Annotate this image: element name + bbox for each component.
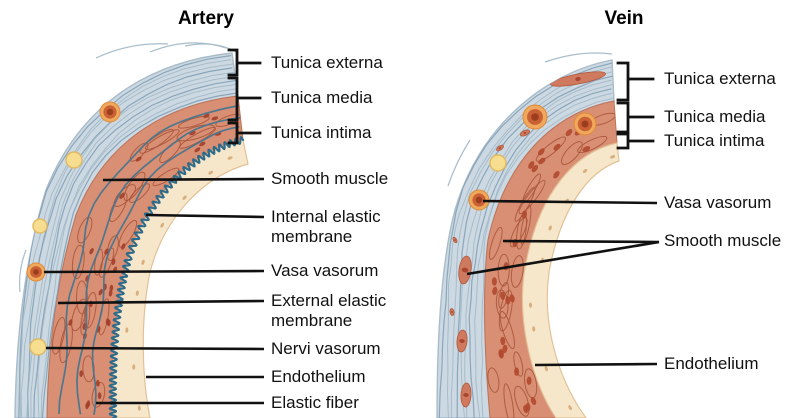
vasa-vasorum-circle — [522, 104, 548, 130]
vasa-vasorum-circle — [573, 112, 597, 136]
vein-label-vasa-vasorum: Vasa vasorum — [664, 193, 772, 212]
vein-bracket-tunica-media — [616, 101, 655, 134]
artery-leader-smooth-muscle — [102, 177, 265, 182]
artery-label-internal-elastic-membrane: Internal elastic membrane — [271, 207, 381, 246]
vein-label-smooth-muscle: Smooth muscle — [664, 231, 782, 250]
nervi-vasorum-circle — [32, 218, 48, 234]
artery-label-endothelium: Endothelium — [271, 367, 366, 386]
artery-label-nervi-vasorum: Nervi vasorum — [271, 339, 381, 358]
artery-bracket-tunica-externa — [227, 48, 262, 77]
vein-bracket-tunica-intima — [616, 132, 655, 150]
artery-label-tunica-media: Tunica media — [271, 88, 373, 107]
artery-title: Artery — [178, 8, 234, 29]
vein-leader-smooth-muscle-2 — [466, 240, 660, 276]
artery-bracket-tunica-intima — [227, 121, 262, 145]
artery-label-tunica-intima: Tunica intima — [271, 123, 372, 142]
artery-label-tunica-externa: Tunica externa — [271, 53, 383, 72]
vein-label-tunica-media: Tunica media — [664, 107, 766, 126]
nervi-vasorum-circle — [29, 338, 47, 356]
vein-label-endothelium: Endothelium — [664, 354, 759, 373]
artery-leader-nervi-vasorum — [45, 346, 265, 351]
vein-label-tunica-intima: Tunica intima — [664, 131, 765, 150]
vein-leader-smooth-muscle-1 — [502, 239, 660, 244]
nervi-vasorum-circle — [65, 151, 83, 169]
artery-label-smooth-muscle: Smooth muscle — [271, 169, 389, 188]
artery-leader-vasa-vasorum — [43, 269, 265, 274]
vein-leader-vasa-vasorum — [482, 199, 658, 205]
vein-bracket-tunica-externa — [616, 61, 655, 102]
vasa-vasorum-circle — [468, 189, 490, 211]
artery-label-vasa-vasorum: Vasa vasorum — [271, 261, 379, 280]
artery-leader-internal-elastic — [145, 213, 265, 219]
artery-label-external-elastic-membrane: External elastic membrane — [271, 291, 387, 330]
vein-leader-endothelium — [534, 362, 658, 367]
artery-label-elastic-fiber: Elastic fiber — [271, 393, 359, 412]
vein-title: Vein — [604, 8, 644, 29]
artery-leader-external-elastic — [57, 299, 265, 305]
artery-bracket-tunica-media — [227, 76, 262, 122]
vein-label-tunica-externa: Tunica externa — [664, 69, 776, 88]
vasa-vasorum-circle — [99, 101, 121, 123]
nervi-vasorum-circle — [489, 154, 507, 172]
